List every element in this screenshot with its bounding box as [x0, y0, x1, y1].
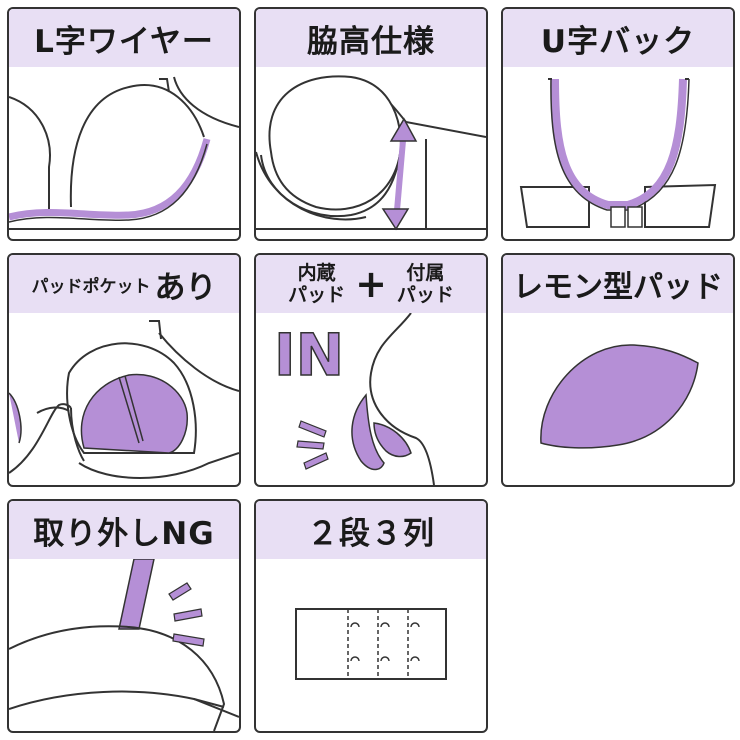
feature-card-pad-pocket: パッドポケット あり	[7, 253, 241, 487]
feature-title: ２段３列	[307, 515, 435, 552]
pad-pocket-illustration	[9, 320, 239, 479]
feature-title: L字ワイヤー	[34, 23, 214, 60]
feature-title-left-line1: 内蔵	[297, 262, 336, 284]
pads-illustration: IN	[273, 313, 435, 485]
feature-card-not-removable: 取り外しNG	[7, 499, 241, 733]
feature-title-right-line2: パッド	[396, 284, 454, 306]
feature-card-side-height: 脇高仕様	[254, 7, 488, 241]
hook-illustration	[295, 608, 447, 680]
feature-header: レモン型パッド	[503, 255, 733, 313]
feature-header: ２段３列	[256, 501, 486, 559]
feature-header: 脇高仕様	[256, 9, 486, 67]
feature-header: U字バック	[503, 9, 733, 67]
lemon-pad-illustration	[540, 344, 699, 449]
feature-title: U字バック	[540, 23, 696, 60]
feature-header: パッドポケット あり	[9, 255, 239, 313]
side-height-illustration	[256, 75, 486, 231]
feature-header: L字ワイヤー	[9, 9, 239, 67]
feature-title-right-line1: 付属	[406, 262, 445, 284]
feature-card-l-wire: L字ワイヤー	[7, 7, 241, 241]
u-back-illustration	[519, 78, 717, 228]
feature-title-right: 付属 パッド	[397, 262, 454, 306]
feature-title: レモン型パッド	[513, 270, 723, 305]
feature-title-left-line2: パッド	[288, 284, 346, 306]
feature-title-left: 内蔵 パッド	[288, 262, 345, 306]
plus-sign: +	[355, 262, 387, 306]
feature-title: 取り外しNG	[33, 515, 215, 552]
feature-card-lemon-pad: レモン型パッド	[501, 253, 735, 487]
in-label: IN	[274, 321, 344, 389]
feature-header: 取り外しNG	[9, 501, 239, 559]
feature-title-large: あり	[154, 269, 217, 306]
feature-card-u-back: U字バック	[501, 7, 735, 241]
feature-card-hook-2x3: ２段３列	[254, 499, 488, 733]
feature-title: 脇高仕様	[307, 23, 435, 60]
not-removable-illustration	[9, 559, 239, 731]
feature-header: 内蔵 パッド + 付属 パッド	[256, 255, 486, 313]
feature-card-pads: 内蔵 パッド + 付属 パッド IN	[254, 253, 488, 487]
l-wire-illustration	[9, 76, 239, 230]
feature-title-small: パッドポケット	[31, 276, 151, 297]
